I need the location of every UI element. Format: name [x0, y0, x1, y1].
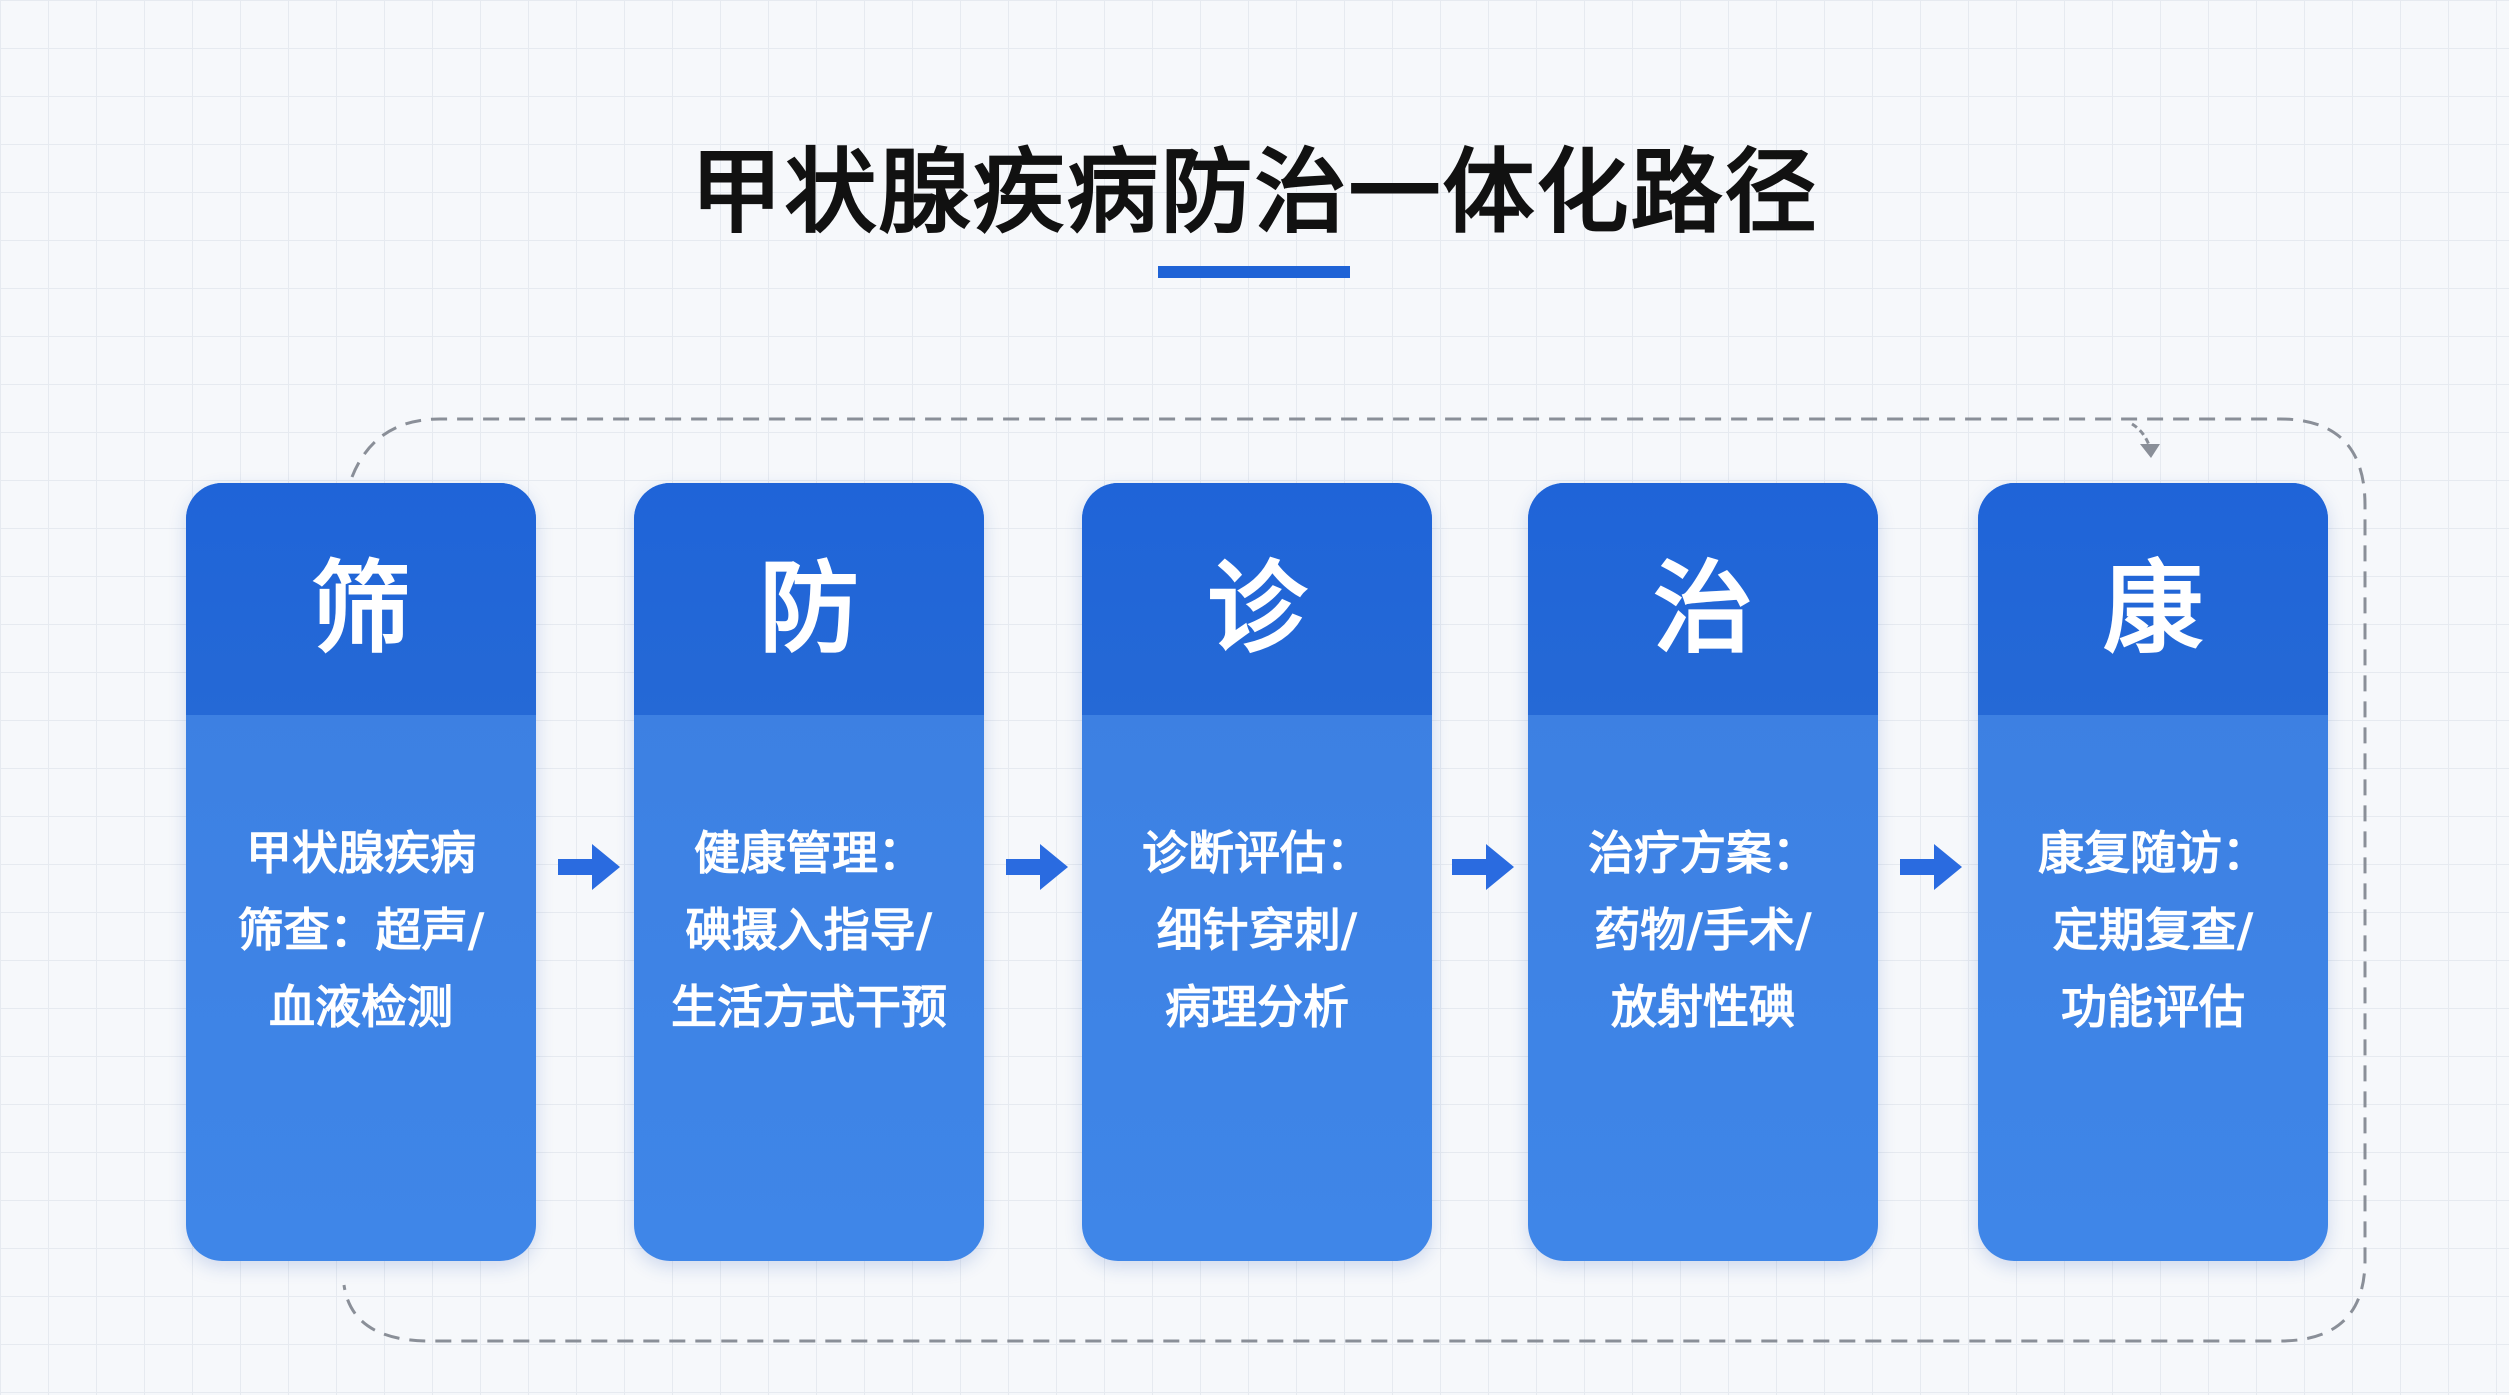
loop-arrowhead-icon	[2140, 444, 2160, 458]
title-underline	[1158, 266, 1350, 278]
arrow-right-icon	[558, 844, 620, 890]
step-char: 诊	[1082, 483, 1432, 715]
step-card-screening: 筛 甲状腺疾病筛查：超声/血液检测	[186, 483, 536, 1261]
step-line: 诊断评估：	[1142, 826, 1372, 880]
step-card-diagnosis: 诊 诊断评估： 细针穿刺/病理分析	[1082, 483, 1432, 1261]
arrow-right-icon	[1452, 844, 1514, 890]
step-line: 放射性碘	[1611, 980, 1795, 1034]
step-line: 碘摄入指导/	[685, 903, 933, 957]
step-line: 功能评估	[2061, 980, 2245, 1034]
step-line: 治疗方案：	[1588, 826, 1818, 880]
arrow-right-icon	[1900, 844, 1962, 890]
arrow-right-icon	[1006, 844, 1068, 890]
step-char: 康	[1978, 483, 2328, 715]
step-line: 定期复查/	[2052, 903, 2254, 957]
step-line: 药物/手术/	[1594, 903, 1812, 957]
page-title: 甲状腺疾病防治一体化路径	[690, 139, 1819, 246]
step-line: 康复随访：	[2038, 826, 2268, 880]
step-line: 病理分析	[1165, 980, 1349, 1034]
step-line: 生活方式干预	[671, 980, 947, 1034]
step-char: 治	[1528, 483, 1878, 715]
step-card-treatment: 治 治疗方案： 药物/手术/放射性碘	[1528, 483, 1878, 1261]
step-card-prevention: 防 健康管理： 碘摄入指导/生活方式干预	[634, 483, 984, 1261]
step-card-rehabilitation: 康 康复随访： 定期复查/功能评估	[1978, 483, 2328, 1261]
step-char: 筛	[186, 483, 536, 715]
step-line: 健康管理：	[694, 826, 924, 880]
step-line: 甲状腺疾病	[246, 826, 476, 880]
step-char: 防	[634, 483, 984, 715]
step-line: 血液检测	[269, 980, 453, 1034]
step-line: 筛查：超声/	[237, 903, 485, 957]
step-line: 细针穿刺/	[1156, 903, 1358, 957]
